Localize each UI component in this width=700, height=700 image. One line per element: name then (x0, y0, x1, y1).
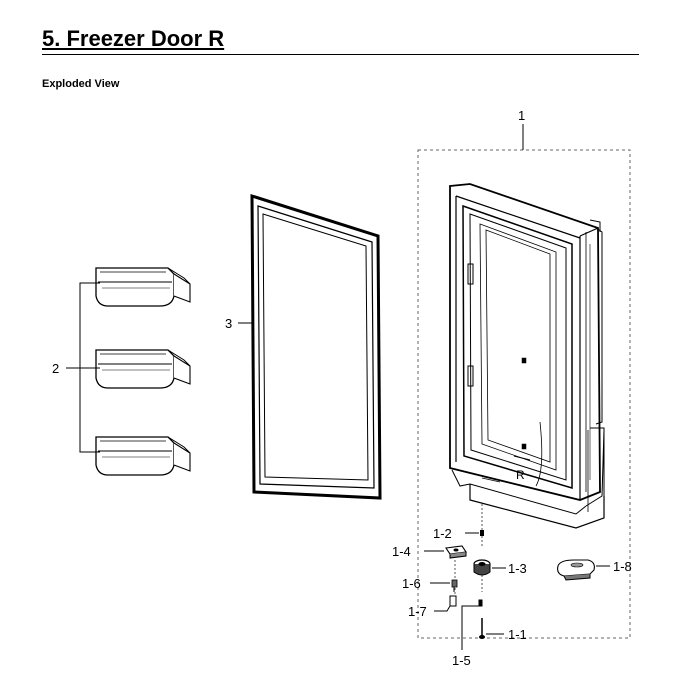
leader-2 (66, 282, 100, 453)
subtitle: Exploded View (42, 78, 120, 90)
leader-1-7 (434, 605, 451, 612)
label-3: 3 (225, 316, 232, 331)
label-1-8: 1-8 (613, 559, 632, 574)
label-1-4: 1-4 (392, 544, 411, 559)
door-stamp-r: R (516, 468, 525, 482)
freezer-door-panel (449, 183, 605, 529)
title-rule (42, 54, 639, 55)
door-bin-top (95, 267, 191, 307)
door-bin-bottom (95, 436, 191, 476)
part-1-1-hinge-pin (479, 618, 485, 639)
part-1-4-plate (445, 545, 467, 559)
part-1-3-hinge-bushing (473, 559, 491, 576)
label-1-1: 1-1 (508, 627, 527, 642)
door-bin-middle (95, 349, 191, 389)
section-title: 5. Freezer Door R (42, 26, 225, 51)
label-2: 2 (52, 361, 59, 376)
assembly-box-1 (417, 149, 631, 639)
label-1-2: 1-2 (433, 526, 452, 541)
leader-1-5 (461, 605, 480, 650)
label-1-6: 1-6 (402, 576, 421, 591)
part-1-6-screw (451, 579, 458, 592)
part-1-2-pin (480, 530, 484, 536)
part-1-7-clip (449, 595, 483, 607)
door-gasket (250, 193, 382, 500)
label-1: 1 (518, 108, 525, 123)
label-1-5: 1-5 (452, 653, 471, 668)
label-1-3: 1-3 (508, 561, 527, 576)
part-1-8-cap (557, 559, 595, 581)
label-1-7: 1-7 (408, 604, 427, 619)
